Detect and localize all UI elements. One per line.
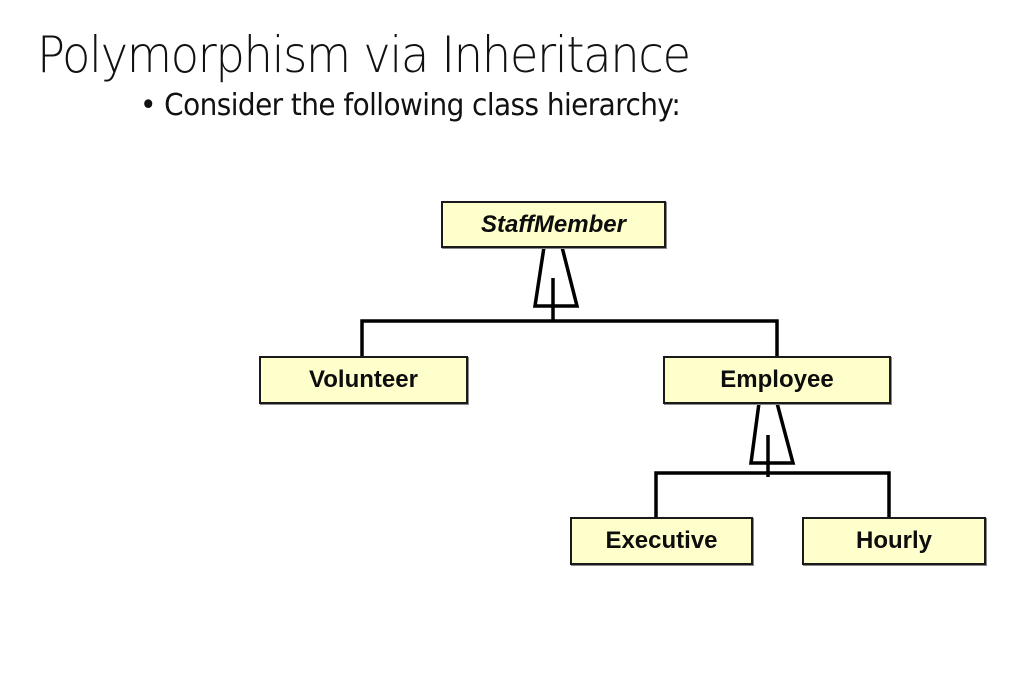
connector-staffmember-children (360, 319, 779, 357)
class-box-executive: Executive (570, 517, 753, 565)
class-box-staffmember: StaffMember (441, 201, 666, 248)
class-box-volunteer: Volunteer (259, 356, 468, 404)
bullet-text: Consider the following class hierarchy: (164, 88, 681, 123)
inheritance-arrow-icon (532, 245, 580, 308)
class-box-hourly: Hourly (802, 517, 986, 565)
class-box-employee: Employee (663, 356, 891, 404)
inheritance-arrow-icon (749, 401, 796, 465)
bullet-point: •Consider the following class hierarchy: (140, 86, 681, 126)
slide-title: Polymorphism via Inheritance (37, 26, 691, 84)
connector-employee-children (654, 471, 891, 518)
bullet-icon: • (140, 88, 156, 123)
